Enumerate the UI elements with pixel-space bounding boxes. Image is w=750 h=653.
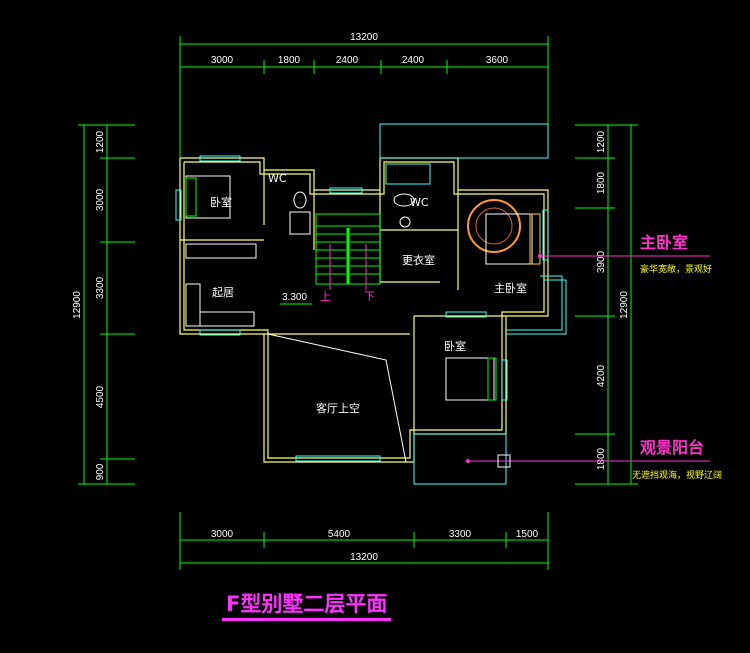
right-dimension-lines (575, 124, 638, 485)
top-dim-2: 1800 (278, 55, 301, 66)
master-bay-window (506, 279, 567, 335)
room-label-master: 主卧室 (494, 281, 527, 295)
room-label-bedroom-se: 卧室 (444, 339, 466, 353)
stair-down-label: 下 (364, 290, 375, 303)
bottom-dimension-lines (179, 512, 549, 570)
callout-subtitle-master: 豪华宽敞，景观好 (640, 263, 712, 275)
bottom-dim-3: 3300 (449, 529, 472, 540)
room-label-dressing: 更衣室 (402, 253, 435, 267)
view-balcony (413, 433, 507, 485)
left-total-dim: 12900 (72, 291, 83, 319)
windows (175, 155, 549, 462)
drawing-title: F型别墅二层平面 (222, 592, 392, 621)
bottom-total-dim: 13200 (350, 552, 378, 563)
left-dim-2: 3000 (95, 188, 106, 211)
top-total-dim: 13200 (350, 32, 378, 43)
left-dimension-lines (78, 124, 135, 485)
void-outline (267, 333, 407, 463)
right-dim-1: 1200 (596, 130, 607, 153)
stair (315, 213, 381, 290)
bottom-dim-1: 3000 (211, 529, 234, 540)
bottom-dim-4: 1500 (516, 529, 539, 540)
room-label-wc-left: WC (268, 172, 287, 185)
top-dim-3: 2400 (336, 55, 359, 66)
walls (179, 157, 549, 463)
right-dim-4: 4200 (596, 364, 607, 387)
left-dim-1: 1200 (95, 130, 106, 153)
left-dim-3: 3300 (95, 276, 106, 299)
callout-title-balcony: 观景阳台 (640, 438, 704, 457)
callout-title-master: 主卧室 (640, 233, 688, 252)
callout-subtitle-balcony: 无遮挡观海，视野辽阔 (632, 469, 722, 481)
room-label-bedroom-nw: 卧室 (210, 195, 232, 209)
floor-elevation: 3.300 (282, 292, 307, 303)
room-label-wc-right: WC (410, 196, 429, 209)
top-dimension-lines (179, 36, 549, 160)
right-dim-5: 1800 (596, 447, 607, 470)
top-dim-1: 3000 (211, 55, 234, 66)
left-dim-4: 4500 (95, 385, 106, 408)
north-balcony (379, 123, 549, 159)
stair-up-label: 上 (320, 290, 331, 303)
right-dim-3: 3900 (596, 250, 607, 273)
top-dim-4: 2400 (402, 55, 425, 66)
top-dim-5: 3600 (486, 55, 509, 66)
right-dim-2: 1800 (596, 171, 607, 194)
room-label-living: 起居 (212, 286, 234, 299)
right-total-dim: 12900 (619, 291, 630, 319)
furniture (185, 163, 541, 401)
bottom-dim-2: 5400 (328, 529, 351, 540)
room-label-void: 客厅上空 (316, 401, 360, 415)
left-dim-5: 900 (95, 463, 106, 480)
